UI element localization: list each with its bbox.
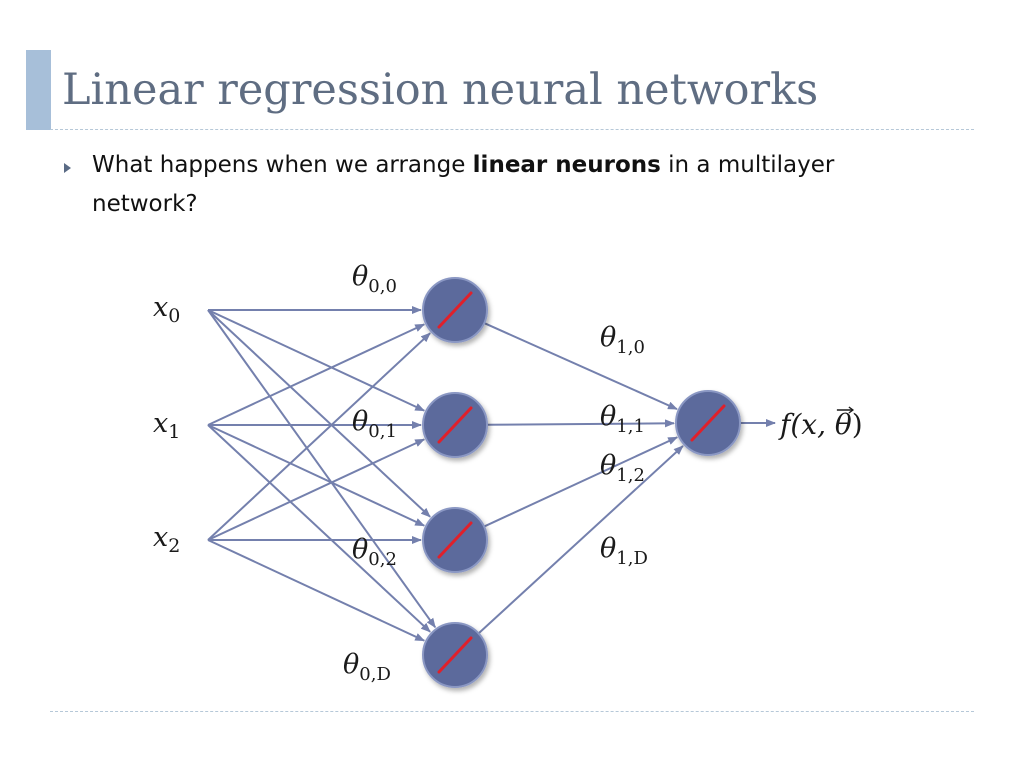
weight-label-layer1-2-subscript: 1,2 [616, 465, 645, 486]
linear-activation-icon [437, 291, 473, 329]
connection-h0-out [483, 322, 678, 411]
output-theta: θ [835, 408, 852, 441]
input-label-x1-subscript: 1 [168, 421, 180, 443]
weight-label-layer1-0-subscript: 1,0 [616, 337, 645, 358]
linear-activation-icon [437, 636, 473, 674]
label-layer: x0x1x2θ0,0θ0,1θ0,2θ0,Dθ1,0θ1,1θ1,2θ1,Df(… [153, 261, 863, 685]
connection-h2-out [483, 436, 679, 528]
input-label-x0-subscript: 0 [168, 305, 180, 327]
weight-label-layer0-3-symbol: θ [343, 649, 359, 680]
weight-label-layer1-2-symbol: θ [600, 450, 616, 481]
bullet-text-end: in a multilayer network? [92, 152, 835, 217]
weight-label-layer1-1: θ1,1 [600, 401, 645, 437]
weight-label-layer0-2-subscript: 0,2 [368, 549, 397, 570]
bullet-arrow-icon [64, 163, 71, 173]
connection-x0-h1 [207, 309, 426, 412]
output-args: (x, [790, 408, 835, 441]
connection-x2-h3 [207, 539, 426, 642]
vector-arrowhead-icon [848, 406, 855, 414]
footer-divider [50, 711, 974, 712]
connection-x1-h2 [207, 424, 426, 527]
input-label-x1: x1 [153, 408, 180, 443]
weight-label-layer0-1: θ0,1 [352, 406, 397, 442]
input-label-x2: x2 [153, 522, 180, 557]
connection-x1-h3 [207, 424, 431, 633]
input-label-x2-subscript: 2 [168, 535, 180, 557]
input-label-x0-symbol: x [153, 292, 168, 323]
bullet-text-bold: linear neurons [472, 152, 661, 178]
connection-h3-out [477, 445, 684, 635]
connection-x0-h3 [207, 309, 437, 629]
weight-label-layer1-3-symbol: θ [600, 533, 616, 564]
input-label-x2-symbol: x [153, 522, 168, 553]
output-neuron [675, 390, 741, 456]
weight-label-layer1-0: θ1,0 [600, 322, 645, 358]
title-accent-bar [26, 50, 51, 130]
linear-activation-icon [437, 406, 473, 444]
weight-label-layer1-3: θ1,D [600, 533, 648, 569]
input-label-x1-symbol: x [153, 408, 168, 439]
connection-x0-h2 [207, 309, 431, 518]
slide-title: Linear regression neural networks [62, 65, 819, 115]
connection-x2-h1 [207, 438, 426, 541]
weight-label-layer1-3-subscript: 1,D [616, 548, 648, 569]
weight-label-layer1-1-subscript: 1,1 [616, 416, 645, 437]
hidden-neuron-0 [422, 277, 488, 343]
weight-label-layer0-1-symbol: θ [352, 406, 368, 437]
output-function-label: f(x, θ) [778, 408, 863, 441]
output-close: ) [852, 408, 863, 441]
linear-activation-icon [690, 404, 726, 442]
weight-label-layer1-1-symbol: θ [600, 401, 616, 432]
hidden-neuron-2 [422, 507, 488, 573]
neuron-layer [422, 277, 741, 688]
weight-label-layer0-3-subscript: 0,D [359, 664, 391, 685]
connection-x2-h0 [207, 332, 431, 541]
bullet-point: What happens when we arrange linear neur… [92, 146, 912, 224]
weight-label-layer0-0-subscript: 0,0 [368, 276, 397, 297]
weight-label-layer1-0-symbol: θ [600, 322, 616, 353]
weight-label-layer0-1-subscript: 0,1 [368, 421, 397, 442]
weight-label-layer0-3: θ0,D [343, 649, 391, 685]
weight-label-layer0-2-symbol: θ [352, 534, 368, 565]
weight-label-layer0-0-symbol: θ [352, 261, 368, 292]
connection-x1-h0 [207, 323, 426, 426]
connection-h1-out [486, 419, 676, 428]
weight-label-layer0-0: θ0,0 [352, 261, 397, 297]
input-label-x0: x0 [153, 292, 180, 327]
connection-layer [207, 306, 776, 642]
linear-activation-icon [437, 521, 473, 559]
weight-label-layer1-2: θ1,2 [600, 450, 645, 486]
title-divider [50, 129, 974, 130]
hidden-neuron-1 [422, 392, 488, 458]
weight-label-layer0-2: θ0,2 [352, 534, 397, 570]
bullet-text-start: What happens when we arrange [92, 152, 473, 178]
hidden-neuron-3 [422, 622, 488, 688]
